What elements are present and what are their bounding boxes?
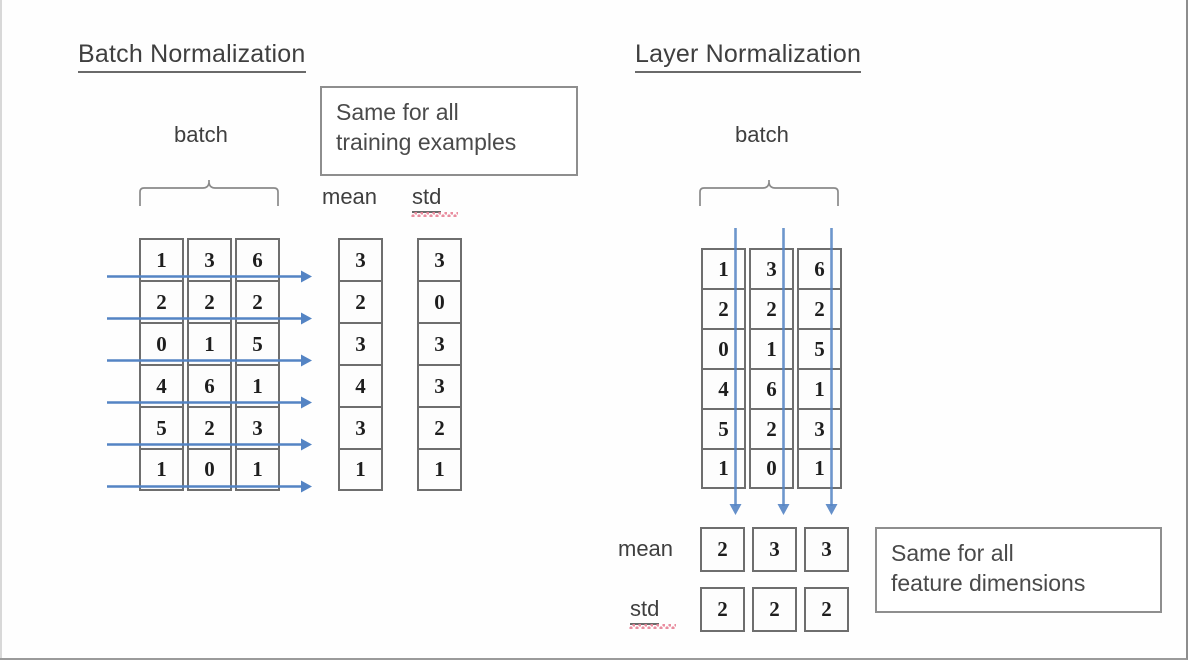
bn-cell-r5-c1: 0 (187, 448, 232, 491)
layer-norm-std-spellcheck-underline (629, 624, 676, 629)
ln-cell-r5-c1: 0 (749, 448, 794, 489)
ln-cell-r2-c0: 0 (701, 328, 746, 369)
ln-column-arrow-1 (777, 228, 790, 515)
ln-column-arrow-0 (729, 228, 742, 515)
bn-cell-r0-c2: 6 (235, 238, 280, 281)
batch-norm-std-label: std (412, 184, 442, 213)
bn-std-cell-2: 3 (417, 322, 462, 365)
bn-std-cell-4: 2 (417, 406, 462, 449)
layer-norm-title: Layer Normalization (635, 40, 862, 73)
bn-cell-r3-c0: 4 (139, 364, 184, 407)
bn-row-arrow-2 (107, 354, 312, 367)
bn-cell-r1-c0: 2 (139, 280, 184, 323)
layer-norm-batch-label: batch (735, 122, 789, 147)
bn-cell-r3-c1: 6 (187, 364, 232, 407)
ln-column-arrow-2 (825, 228, 838, 515)
ln-cell-r3-c0: 4 (701, 368, 746, 409)
ln-std-cell-0: 2 (700, 587, 745, 632)
ln-std-cell-2: 2 (804, 587, 849, 632)
bn-cell-r3-c2: 1 (235, 364, 280, 407)
ln-cell-r5-c0: 1 (701, 448, 746, 489)
bn-row-arrow-3 (107, 396, 312, 409)
batch-norm-title-text: Batch Normalization (78, 40, 306, 73)
bn-cell-r5-c0: 1 (139, 448, 184, 491)
bn-cell-r4-c0: 5 (139, 406, 184, 449)
ln-cell-r1-c2: 2 (797, 288, 842, 329)
bn-row-arrow-4 (107, 438, 312, 451)
bn-cell-r5-c2: 1 (235, 448, 280, 491)
bn-cell-r2-c2: 5 (235, 322, 280, 365)
layer-norm-std-label: std (630, 596, 660, 625)
bn-mean-cell-0: 3 (338, 238, 383, 281)
bn-mean-cell-3: 4 (338, 364, 383, 407)
bn-cell-r4-c2: 3 (235, 406, 280, 449)
batch-norm-std-spellcheck-underline (411, 212, 458, 217)
batch-norm-callout: Same for all training examples (320, 86, 578, 176)
ln-mean-cell-2: 3 (804, 527, 849, 572)
bn-mean-cell-5: 1 (338, 448, 383, 491)
ln-mean-cell-1: 3 (752, 527, 797, 572)
bn-cell-r1-c2: 2 (235, 280, 280, 323)
ln-cell-r2-c2: 5 (797, 328, 842, 369)
bn-cell-r2-c1: 1 (187, 322, 232, 365)
batch-norm-callout-line2: training examples (336, 129, 517, 156)
bn-row-arrow-5 (107, 480, 312, 493)
layer-norm-callout-line1: Same for all (891, 540, 1014, 566)
ln-cell-r1-c0: 2 (701, 288, 746, 329)
ln-cell-r4-c2: 3 (797, 408, 842, 449)
bn-cell-r0-c0: 1 (139, 238, 184, 281)
bn-std-cell-5: 1 (417, 448, 462, 491)
bn-cell-r0-c1: 3 (187, 238, 232, 281)
layer-norm-callout-line2: feature dimensions (891, 570, 1086, 597)
ln-std-cell-1: 2 (752, 587, 797, 632)
layer-norm-title-text: Layer Normalization (635, 40, 862, 73)
bn-cell-r2-c0: 0 (139, 322, 184, 365)
batch-norm-callout-line1: Same for all (336, 99, 459, 125)
bn-mean-cell-1: 2 (338, 280, 383, 323)
ln-cell-r2-c1: 1 (749, 328, 794, 369)
bn-std-cell-3: 3 (417, 364, 462, 407)
ln-cell-r0-c0: 1 (701, 248, 746, 289)
ln-cell-r5-c2: 1 (797, 448, 842, 489)
batch-norm-batch-brace (138, 180, 280, 206)
ln-cell-r1-c1: 2 (749, 288, 794, 329)
ln-cell-r4-c0: 5 (701, 408, 746, 449)
batch-norm-batch-label: batch (174, 122, 228, 147)
bn-row-arrow-0 (107, 270, 312, 283)
bn-mean-cell-2: 3 (338, 322, 383, 365)
ln-cell-r3-c1: 6 (749, 368, 794, 409)
bn-std-cell-0: 3 (417, 238, 462, 281)
bn-std-cell-1: 0 (417, 280, 462, 323)
ln-cell-r0-c2: 6 (797, 248, 842, 289)
batch-norm-title: Batch Normalization (78, 40, 306, 73)
bn-row-arrow-1 (107, 312, 312, 325)
ln-mean-cell-0: 2 (700, 527, 745, 572)
layer-norm-batch-brace (698, 180, 840, 206)
layer-norm-callout: Same for all feature dimensions (875, 527, 1162, 613)
layer-norm-mean-label: mean (618, 536, 674, 561)
bn-mean-cell-4: 3 (338, 406, 383, 449)
slide-left-edge (0, 0, 2, 658)
batch-norm-mean-label: mean (322, 184, 378, 209)
ln-cell-r0-c1: 3 (749, 248, 794, 289)
